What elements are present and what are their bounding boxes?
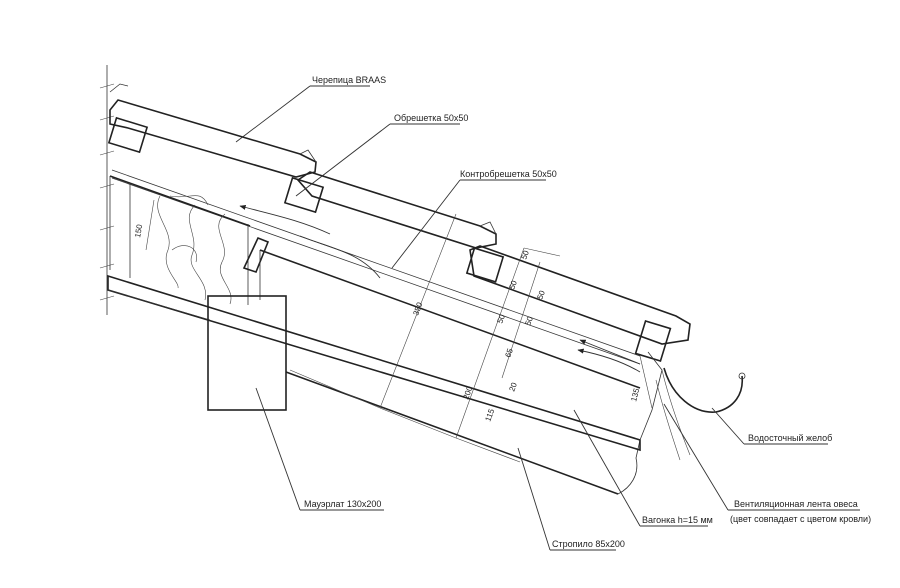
dim-50-4: 50 (523, 315, 535, 327)
lining-board (107, 274, 641, 452)
insulation (109, 176, 249, 305)
label-vent-tape-line2: (цвет совпадает с цветом кровли) (730, 514, 871, 524)
membrane-line (109, 175, 251, 227)
dimension-lines (145, 199, 653, 463)
dim-135: 135 (629, 387, 641, 403)
mauerlat (207, 295, 287, 411)
roof-tiles (109, 83, 691, 345)
airflow-arrows (239, 205, 641, 373)
callout-labels: Черепица BRAAS Обрешетка 50х50 Контробре… (304, 75, 871, 549)
vent-tape (639, 351, 691, 461)
dimension-labels: 150 350 200 115 20 65 50 50 50 50 50 135 (133, 223, 641, 423)
battens (107, 116, 672, 363)
wall-break-line (99, 65, 115, 315)
dim-20: 20 (507, 381, 519, 393)
label-mauerlat: Мауэрлат 130х200 (304, 499, 381, 509)
label-tile: Черепица BRAAS (312, 75, 386, 85)
label-rafter: Стропило 85х200 (552, 539, 625, 549)
dim-65: 65 (503, 347, 515, 359)
tilted-block (242, 236, 270, 273)
label-vent-tape-line1: Вентиляционная лента овеса (734, 499, 858, 509)
label-batten: Обрешетка 50х50 (394, 113, 468, 123)
dim-200: 200 (461, 385, 474, 401)
gutter (663, 367, 746, 413)
label-lining: Вагонка h=15 мм (642, 515, 713, 525)
dim-50-3: 50 (519, 249, 531, 261)
rafter (259, 249, 641, 495)
counter-batten (111, 169, 641, 365)
label-gutter: Водосточный желоб (748, 433, 832, 443)
dim-115: 115 (483, 407, 496, 423)
dim-150: 150 (133, 223, 144, 238)
label-counter-batten: Контробрешетка 50х50 (460, 169, 557, 179)
dim-350: 350 (411, 301, 424, 317)
dim-50-5: 50 (535, 289, 547, 301)
dim-50-2: 50 (507, 279, 519, 291)
dim-50-1: 50 (495, 313, 507, 325)
callout-leaders (235, 85, 860, 551)
